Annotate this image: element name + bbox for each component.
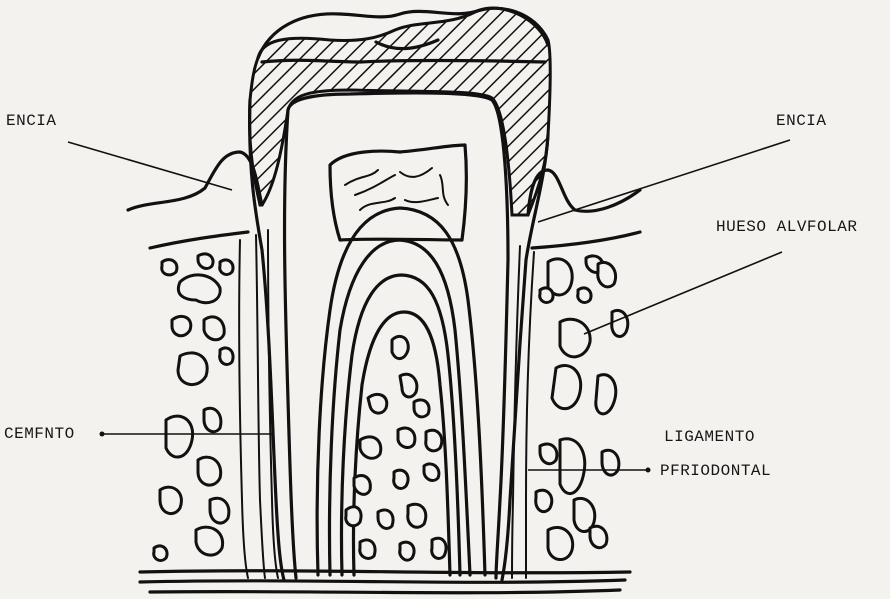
bone-right-trabeculae [536, 256, 628, 560]
label-ligamento: LIGAMENTO [664, 428, 755, 446]
bone-crest-left [150, 232, 248, 248]
label-encia-left: ENCIA [6, 112, 57, 130]
enamel-top-line [262, 60, 545, 62]
label-hueso-alveolar: HUESO ALVFOLAR [716, 218, 857, 236]
pulp-chamber-outer-left [285, 110, 296, 578]
nerve-branches [345, 168, 448, 210]
base-line-1 [140, 571, 630, 573]
leader-dot-cemento [100, 432, 105, 437]
pulp-cells [346, 336, 446, 560]
ligament-right-1 [526, 252, 534, 578]
pulp-horn [330, 145, 466, 240]
ligament-left-1 [239, 240, 248, 578]
leader-encia-left [68, 142, 232, 190]
gingiva-right [528, 170, 640, 215]
gingiva-left [128, 152, 262, 210]
bone-crest-right [532, 232, 640, 248]
base-line-3 [150, 590, 620, 593]
bone-left-trabeculae [154, 254, 233, 561]
base-line-2 [140, 580, 625, 582]
leader-dot-ligamento [646, 468, 651, 473]
leader-hueso [584, 252, 782, 334]
label-cemento: CEMFNTO [4, 425, 75, 443]
leader-encia-right [538, 140, 790, 222]
label-periodontal: PFRIODONTAL [660, 462, 771, 480]
label-encia-right: ENCIA [776, 112, 827, 130]
